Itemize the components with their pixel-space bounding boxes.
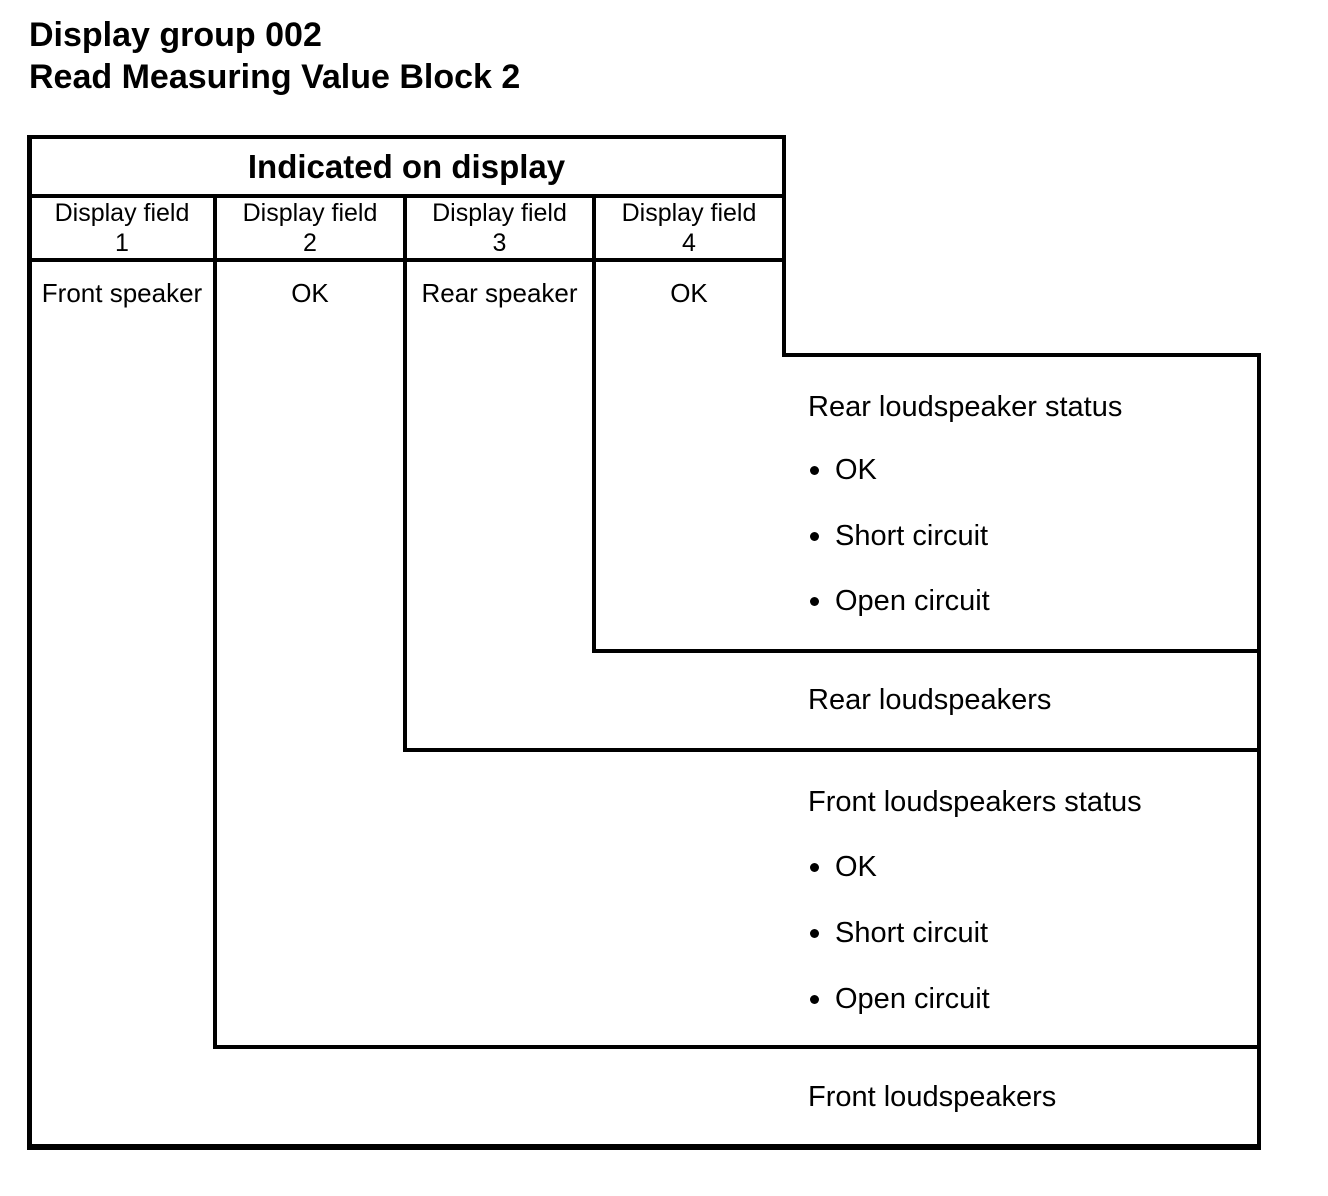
rear-status-bullet-ok: OK bbox=[810, 454, 877, 486]
bullet-icon bbox=[810, 465, 819, 475]
column-divider-1 bbox=[213, 194, 217, 1049]
table-title: Indicated on display bbox=[247, 148, 566, 185]
column-header-2-label: Display field bbox=[242, 199, 378, 227]
bullet-icon bbox=[810, 531, 819, 541]
display-field-3-value: Rear speaker bbox=[421, 277, 578, 308]
column-header-4: Display field 4 bbox=[596, 198, 782, 258]
front-status-bullet-open-circuit-text: Open circuit bbox=[835, 983, 990, 1015]
page-title: Display group 002 Read Measuring Value B… bbox=[29, 14, 520, 98]
column-header-4-number: 4 bbox=[682, 229, 696, 257]
display-field-2-value: OK bbox=[291, 277, 329, 308]
column-header-3-number: 3 bbox=[492, 229, 507, 257]
display-field-4-value: OK bbox=[670, 277, 708, 308]
rear-status-bullet-short-circuit: Short circuit bbox=[810, 520, 988, 552]
title-line-2: Read Measuring Value Block 2 bbox=[29, 58, 521, 96]
step-line-rear-status-top bbox=[782, 353, 1261, 357]
rear-status-bullet-ok-text: OK bbox=[835, 454, 877, 486]
display-field-1-value: Front speaker bbox=[41, 277, 203, 308]
front-status-bullet-open-circuit: Open circuit bbox=[810, 983, 990, 1015]
rear-status-bullet-short-circuit-text: Short circuit bbox=[835, 520, 989, 552]
front-status-bullet-short-circuit: Short circuit bbox=[810, 917, 988, 949]
title-line-1: Display group 002 bbox=[29, 16, 322, 54]
column-header-3: Display field 3 bbox=[407, 198, 592, 258]
bullet-icon bbox=[810, 862, 819, 872]
column-header-4-label: Display field bbox=[621, 199, 757, 227]
step-line-front-status-bottom bbox=[213, 1045, 1261, 1049]
front-loudspeakers-label: Front loudspeakers bbox=[808, 1081, 1057, 1113]
outer-left-border bbox=[27, 135, 32, 1150]
outer-bottom-border bbox=[27, 1144, 1261, 1150]
column-header-2-number: 2 bbox=[303, 229, 317, 257]
bullet-icon bbox=[810, 994, 819, 1004]
rear-status-bullet-open-circuit-text: Open circuit bbox=[835, 585, 990, 617]
column-header-1: Display field 1 bbox=[31, 198, 213, 258]
front-status-bullet-short-circuit-text: Short circuit bbox=[835, 917, 989, 949]
rear-status-bullet-open-circuit: Open circuit bbox=[810, 585, 990, 617]
column-header-3-label: Display field bbox=[432, 199, 567, 227]
table-top-border bbox=[27, 135, 786, 139]
bullet-icon bbox=[810, 928, 819, 938]
column-header-2: Display field 2 bbox=[217, 198, 403, 258]
table-right-border bbox=[782, 135, 786, 357]
step-line-rear-status-bottom bbox=[592, 649, 1261, 653]
step-line-rear-bottom bbox=[403, 748, 1261, 752]
front-status-label: Front loudspeakers status bbox=[808, 786, 1142, 818]
column-divider-3 bbox=[592, 194, 596, 653]
front-status-bullet-ok-text: OK bbox=[835, 851, 877, 883]
column-divider-2 bbox=[403, 194, 407, 752]
column-header-1-number: 1 bbox=[115, 229, 129, 257]
front-status-bullet-ok: OK bbox=[810, 851, 877, 883]
column-header-1-label: Display field bbox=[54, 199, 190, 227]
rear-loudspeakers-label: Rear loudspeakers bbox=[808, 684, 1052, 716]
bullet-icon bbox=[810, 596, 819, 606]
rear-status-label: Rear loudspeaker status bbox=[808, 391, 1123, 423]
